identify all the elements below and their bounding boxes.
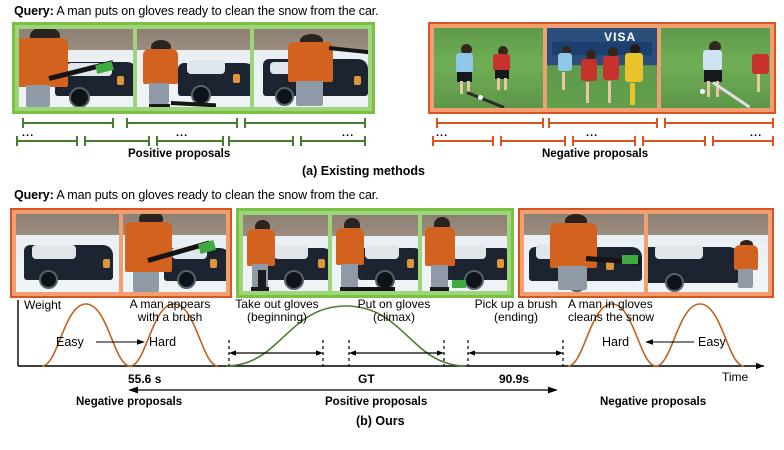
arrowhead-easy-to-hard — [137, 339, 145, 345]
proposal-segment — [156, 136, 224, 146]
annotation-man-appears-with-brush: A man appears with a brush — [108, 298, 232, 324]
proposal-segment — [126, 118, 238, 128]
x-axis-arrowhead — [756, 362, 764, 370]
arrowhead-climax-left — [349, 350, 356, 356]
board-text-visa: VISA — [604, 29, 637, 44]
query-line-panel-a: Query: A man puts on gloves ready to cle… — [14, 4, 379, 18]
video-frame-man-taking-out-gloves — [243, 215, 329, 291]
proposal-segment — [84, 136, 150, 146]
difficulty-easy-right: Easy — [698, 335, 726, 349]
annotation-line-2: (beginning) — [246, 310, 308, 324]
video-frame-man-picking-up-brush — [421, 215, 507, 291]
query-text: A man puts on gloves ready to clean the … — [56, 188, 379, 202]
video-frame-man-standing-beside-snowy-car — [136, 29, 251, 107]
panel-title-a: (a) Existing methods — [302, 164, 425, 178]
video-frame-man-putting-on-gloves — [332, 215, 418, 291]
annotation-pick-up-brush: Pick up a brush (ending) — [458, 298, 574, 324]
ellipsis-right: ... — [342, 127, 355, 139]
proposal-segment — [500, 136, 566, 146]
difficulty-easy-left: Easy — [56, 335, 84, 349]
proposal-segment — [548, 118, 658, 128]
caption-positive-proposals-a: Positive proposals — [128, 148, 231, 160]
video-frame-snowy-car-empty — [16, 214, 119, 292]
annotation-take-out-gloves: Take out gloves (beginning) — [224, 298, 330, 324]
annotation-put-on-gloves: Put on gloves (climax) — [342, 298, 446, 324]
proposal-segment — [642, 136, 706, 146]
curve-positive-gt — [225, 305, 467, 367]
caption-negative-proposals-left-b: Negative proposals — [76, 396, 183, 408]
annotation-line-1: Put on gloves — [357, 297, 431, 311]
ellipsis-right: ... — [750, 127, 763, 139]
annotation-line-1: Pick up a brush — [474, 297, 558, 311]
proposal-segment — [244, 118, 366, 128]
annotation-line-2: cleans the snow — [568, 310, 655, 324]
ellipsis-middle: ... — [586, 127, 599, 139]
arrowhead-ending-left — [468, 350, 475, 356]
positive-proposal-brackets: ... ... ... — [12, 118, 375, 148]
proposal-segment — [432, 136, 494, 146]
annotation-line-2: (climax) — [373, 310, 415, 324]
gt-start-time: 55.6 s — [128, 372, 162, 386]
annotation-line-1: Take out gloves — [235, 297, 319, 311]
caption-positive-proposals-b: Positive proposals — [325, 396, 428, 408]
proposal-segment — [16, 136, 78, 146]
annotation-line-2: with a brush — [137, 310, 203, 324]
arrowhead-climax-right — [437, 350, 444, 356]
proposal-segment — [664, 118, 774, 128]
caption-negative-proposals-a: Negative proposals — [542, 148, 649, 160]
proposal-segment — [300, 136, 366, 146]
arrowhead-hard-to-easy — [645, 339, 653, 345]
negative-filmstrip-right-panel-b — [518, 208, 774, 298]
annotation-man-cleans-snow: A man in gloves cleans the snow — [568, 298, 694, 324]
weight-curves-svg — [17, 300, 764, 370]
positive-filmstrip-panel-a — [12, 22, 375, 114]
curve-negative-easy-right — [655, 303, 745, 367]
curve-negative-hard-left — [129, 303, 219, 367]
gt-span-arrow — [128, 386, 558, 394]
caption-negative-proposals-right-b: Negative proposals — [600, 396, 707, 408]
query-text: A man puts on gloves ready to clean the … — [56, 4, 379, 18]
difficulty-hard-left: Hard — [149, 335, 177, 349]
proposal-segment — [228, 136, 294, 146]
x-axis-label: Time — [722, 370, 749, 384]
annotation-line-2: (ending) — [493, 310, 539, 324]
positive-filmstrip-panel-b — [236, 208, 514, 298]
curve-negative-easy-left — [41, 303, 131, 367]
panel-title-b: (b) Ours — [356, 414, 405, 428]
negative-filmstrip-left-panel-b — [10, 208, 232, 298]
video-frame-man-wiping-hood-with-brush — [19, 29, 133, 107]
annotation-line-1: A man in gloves — [568, 297, 653, 311]
query-label: Query: — [14, 188, 54, 202]
query-line-panel-b: Query: A man puts on gloves ready to cle… — [14, 188, 379, 202]
query-label: Query: — [14, 4, 54, 18]
video-frame-hockey-two-players-daylight — [434, 28, 544, 108]
video-frame-hockey-player-with-ball — [660, 28, 770, 108]
video-frame-man-holding-brush — [123, 214, 226, 292]
gt-label: GT — [358, 372, 375, 386]
difficulty-hard-right: Hard — [602, 335, 630, 349]
arrowhead-beginning-left — [229, 350, 236, 356]
arrowhead-ending-right — [556, 350, 563, 356]
proposal-segment — [712, 136, 774, 146]
video-frame-man-brushing-car-roof — [254, 29, 369, 107]
ellipsis-left: ... — [22, 127, 35, 139]
video-frame-man-walking-away-from-car — [648, 214, 768, 292]
video-frame-man-in-gloves-cleaning-snow — [524, 214, 644, 292]
curve-negative-hard-right — [567, 303, 657, 367]
ellipsis-left: ... — [436, 127, 449, 139]
negative-filmstrip-panel-a: VISA — [428, 22, 776, 114]
annotation-line-1: A man appears — [129, 297, 211, 311]
gt-end-time: 90.9s — [499, 372, 530, 386]
proposal-segment — [436, 118, 544, 128]
video-frame-hockey-goalmouth-scrum: VISA — [547, 28, 657, 108]
proposal-segment — [572, 136, 636, 146]
negative-proposal-brackets: ... ... ... — [428, 118, 776, 148]
proposal-segment — [22, 118, 114, 128]
ellipsis-middle: ... — [176, 127, 189, 139]
y-axis-label: Weight — [24, 298, 62, 312]
weight-timeline-chart: Weight Time A man appears with a brush T… — [12, 296, 772, 384]
arrowhead-beginning-right — [316, 350, 323, 356]
